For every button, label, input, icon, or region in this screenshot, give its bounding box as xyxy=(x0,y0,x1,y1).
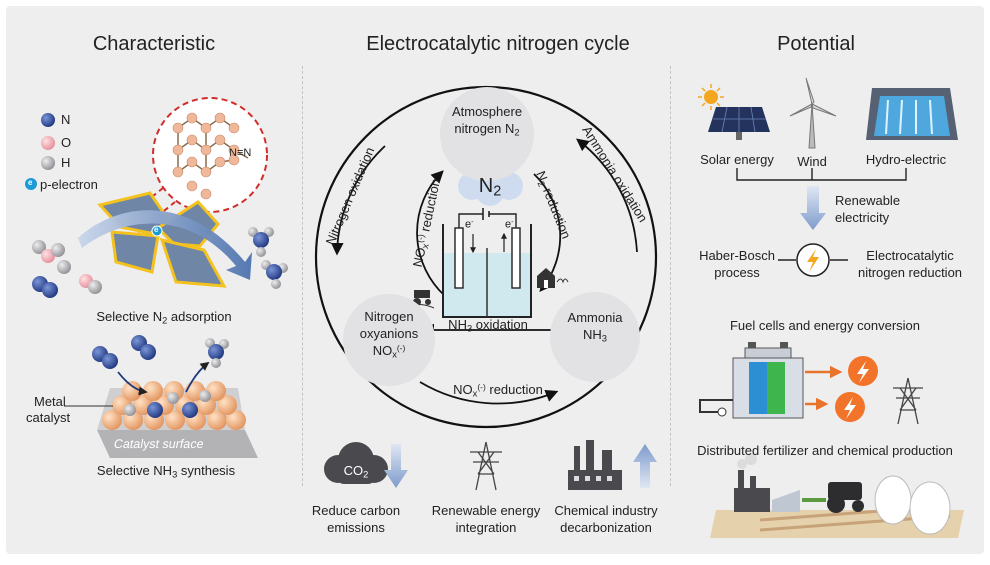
power-pylon-icon xyxy=(893,377,923,425)
oxygen-atom-icon xyxy=(41,136,55,150)
reduce-carbon-line1: Reduce carbon xyxy=(311,503,401,518)
adsorption-flow-arrow xyxy=(78,210,252,280)
legend-e-symbol: e xyxy=(28,178,33,187)
catalyst-surface-label: Catalyst surface xyxy=(112,437,205,451)
product-molecules xyxy=(248,227,288,289)
factory-icon xyxy=(568,440,622,490)
legend-n-label: N xyxy=(61,112,71,127)
chemical-decarbonization-line2: decarbonization xyxy=(560,520,652,535)
increase-arrow-icon xyxy=(633,444,657,488)
solar-panel-icon xyxy=(708,106,770,140)
hydro-label: Hydro-electric xyxy=(865,152,947,167)
wind-label: Wind xyxy=(797,154,827,169)
fuel-cells-label: Fuel cells and energy conversion xyxy=(729,318,921,333)
co2-label: CO2 xyxy=(343,463,369,480)
nh3-oxidation-label: NH3 oxidation xyxy=(448,317,528,334)
legend-o-label: O xyxy=(61,135,72,150)
renewable-electricity-line1: Renewable xyxy=(835,193,901,208)
barn-icon xyxy=(537,268,569,288)
oxyanions-line1: Nitrogen xyxy=(364,309,414,324)
n2-cloud-label: N2 xyxy=(478,175,502,200)
electron-icon xyxy=(25,178,37,190)
electrochemical-cell xyxy=(442,208,532,318)
catalyst-lattice-atoms xyxy=(172,112,240,200)
nox-reduction-arrow xyxy=(419,381,559,405)
haber-bosch-line1: Haber-Bosch xyxy=(699,248,775,263)
node-ammonia xyxy=(550,292,640,382)
electron-left-label: e- xyxy=(465,218,474,231)
oxyanions-line2: oxyanions xyxy=(359,326,419,341)
ecnr-line1: Electrocatalytic xyxy=(866,248,954,263)
ammonia-line1: Ammonia xyxy=(567,310,623,325)
reduce-carbon-line2: emissions xyxy=(327,520,385,535)
hydrogen-atom-icon xyxy=(41,156,55,170)
energy-sources-bracket xyxy=(736,168,907,181)
nox-reduction-label: NOx(-) reduction xyxy=(453,382,543,399)
ammonia-line2: NH3 xyxy=(583,327,607,344)
electron-right-label: e- xyxy=(505,218,514,231)
fuel-cell-icon xyxy=(699,342,804,419)
ecnr-line2: nitrogen reduction xyxy=(857,265,963,280)
lightning-node xyxy=(778,243,848,277)
catalyst-surface-illustration xyxy=(64,335,258,458)
metal-label: Metal xyxy=(34,394,66,409)
divider-right xyxy=(670,66,671,486)
nitrogen-oxidation-arrow xyxy=(330,145,386,256)
atmosphere-line1: Atmosphere xyxy=(451,104,523,119)
nitrogen-atom-icon xyxy=(41,113,55,127)
co2-cloud-icon xyxy=(324,442,388,484)
heading-potential: Potential xyxy=(777,33,855,55)
nox-inner-reduction-arrow xyxy=(416,170,446,297)
atmosphere-line2: nitrogen N2 xyxy=(454,121,520,138)
node-oxyanions xyxy=(343,294,435,386)
adsorption-caption: Selective N2 adsorption xyxy=(96,309,232,326)
renewable-integration-line1: Renewable energy xyxy=(431,503,541,518)
divider-left xyxy=(302,66,303,486)
renewable-down-arrow xyxy=(800,186,826,230)
farm-scene-icon xyxy=(710,453,964,538)
heading-characteristic: Characteristic xyxy=(92,33,216,55)
fertilizer-label: Distributed fertilizer and chemical prod… xyxy=(697,443,953,458)
sun-icon xyxy=(698,84,724,110)
legend-h-label: H xyxy=(61,155,71,170)
lightning-icon xyxy=(807,249,819,272)
electron-on-catalyst-icon xyxy=(151,225,163,237)
triple-bond-label: N≡N xyxy=(229,147,252,159)
catalyst-label: catalyst xyxy=(26,410,71,425)
oxyanions-line3: NOx(-) xyxy=(372,343,406,360)
synthesis-caption: Selective NH3 synthesis xyxy=(96,463,236,480)
haber-bosch-line2: process xyxy=(714,265,760,280)
solar-label: Solar energy xyxy=(700,152,774,167)
heading-cycle: Electrocatalytic nitrogen cycle xyxy=(366,33,630,55)
power-bolt-icons xyxy=(835,356,878,422)
reactant-molecules xyxy=(32,240,102,298)
electron-symbol: e xyxy=(154,225,159,234)
renewable-integration-line2: integration xyxy=(455,520,517,535)
wind-turbine-icon xyxy=(789,77,837,149)
chemical-decarbonization-line1: Chemical industry xyxy=(554,503,658,518)
legend-atoms xyxy=(25,113,55,190)
transmission-tower-icon xyxy=(470,441,502,491)
renewable-electricity-line2: electricity xyxy=(835,210,890,225)
reduce-arrow-icon xyxy=(384,444,408,488)
node-atmosphere xyxy=(440,87,534,181)
hydro-dam-icon xyxy=(866,88,958,140)
ammonia-oxidation-arrow xyxy=(576,138,638,253)
legend-electron-label: p-electron xyxy=(40,177,98,192)
